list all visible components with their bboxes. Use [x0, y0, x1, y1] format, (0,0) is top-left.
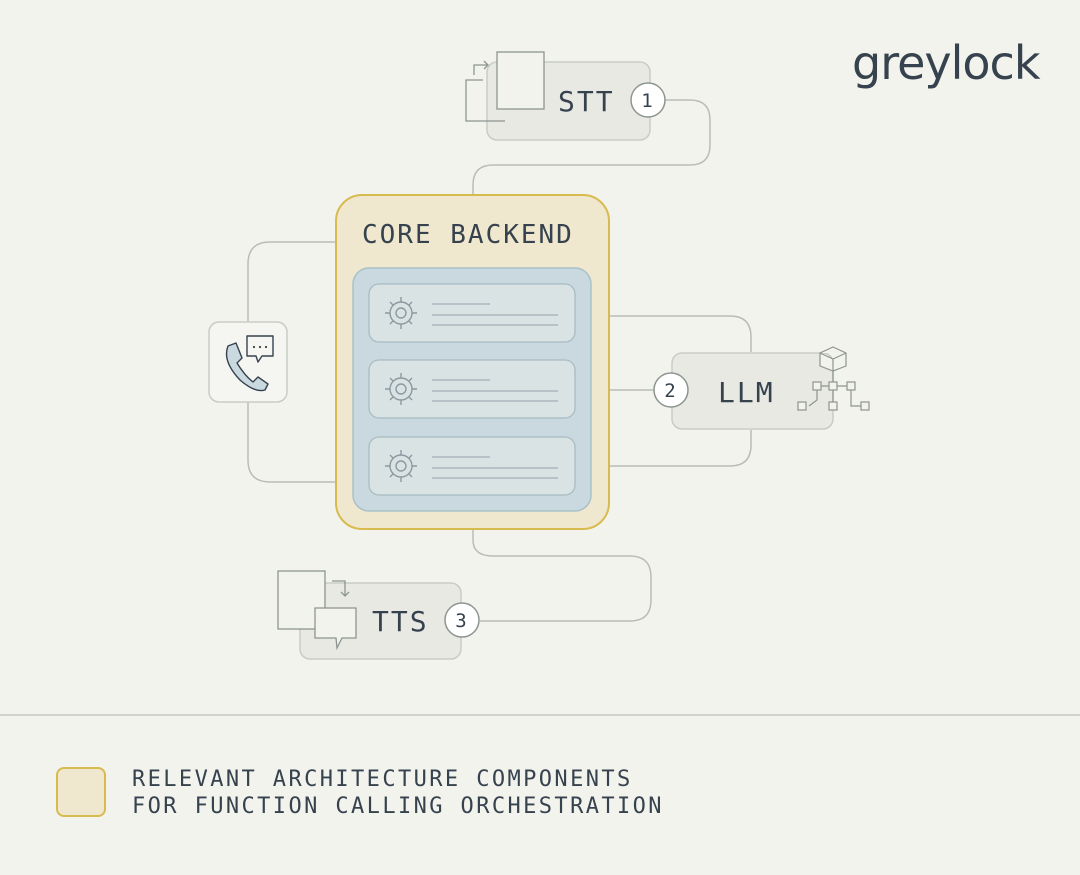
stt-step-badge	[630, 82, 666, 118]
tts-step-number: 3	[455, 610, 468, 632]
service-row-2	[368, 359, 576, 419]
phone-card	[208, 321, 288, 403]
tts-step-badge	[444, 602, 480, 638]
legend-divider	[0, 714, 1080, 716]
gear-icon	[385, 373, 417, 405]
gear-icon	[385, 450, 417, 482]
text-lines	[432, 379, 558, 402]
llm-block: 2 LLM	[653, 346, 870, 430]
tts-label: TTS	[372, 605, 429, 638]
service-row-3	[368, 436, 576, 496]
text-lines	[432, 456, 558, 479]
text-lines	[432, 303, 558, 326]
connector-stt-core	[472, 99, 711, 197]
phone-block	[208, 321, 288, 403]
legend-line-2: FOR FUNCTION CALLING ORCHESTRATION	[132, 794, 664, 819]
llm-step-badge	[653, 372, 689, 408]
service-row-1	[368, 283, 576, 343]
connector-phone-core-top	[247, 241, 336, 322]
stt-icon	[465, 51, 545, 122]
chat-bubble-icon	[246, 335, 274, 363]
legend-line-1: RELEVANT ARCHITECTURE COMPONENTS	[132, 767, 633, 792]
gear-icon	[385, 297, 417, 329]
connector-phone-core-bottom	[247, 402, 336, 483]
tts-icon	[277, 570, 357, 651]
connector-core-tts	[472, 529, 652, 622]
llm-step-number: 2	[664, 380, 677, 402]
core-backend: CORE BACKEND	[335, 194, 610, 530]
phone-icon	[225, 342, 269, 392]
stt-label: STT	[558, 85, 615, 118]
llm-label: LLM	[718, 376, 775, 409]
legend-swatch	[56, 767, 106, 817]
connector-row1-llm	[575, 315, 752, 352]
legend-text: RELEVANT ARCHITECTURE COMPONENTS FOR FUN…	[132, 766, 664, 820]
stt-block: STT 1	[465, 51, 666, 141]
stt-step-number: 1	[641, 90, 654, 112]
greylock-logo: greylock	[852, 36, 1040, 90]
network-graph-icon	[797, 346, 870, 411]
connector-row3-llm	[575, 430, 752, 467]
core-backend-title: CORE BACKEND	[362, 220, 574, 250]
tts-block: TTS 3	[277, 570, 480, 660]
